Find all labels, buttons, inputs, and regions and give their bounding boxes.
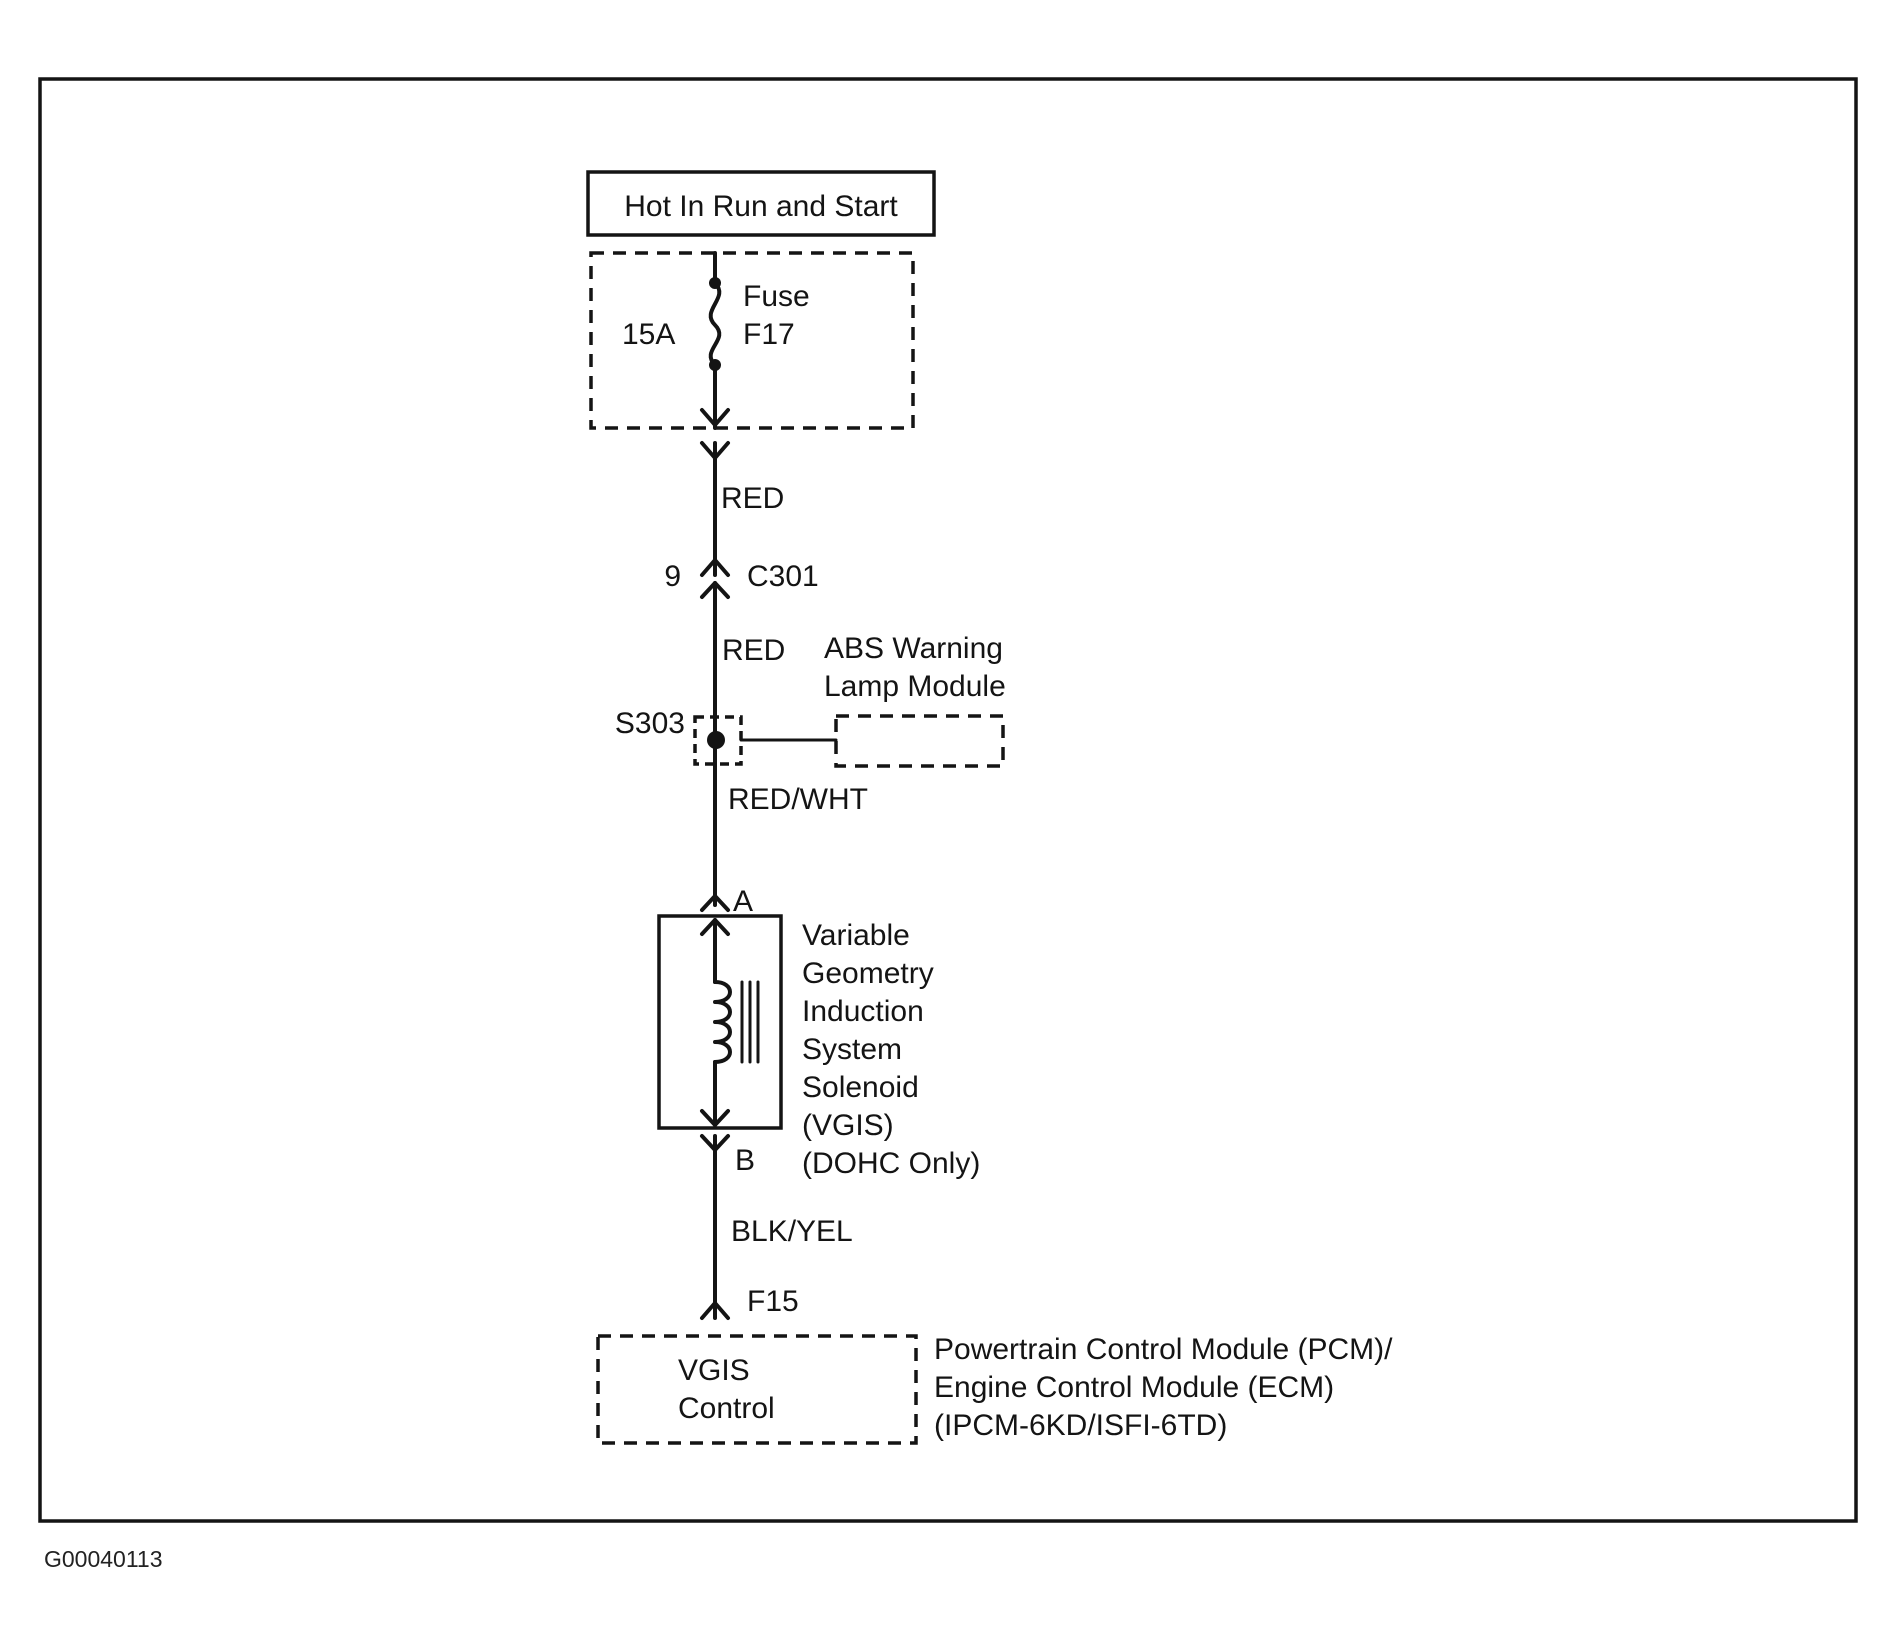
power-source-box [586, 170, 936, 237]
splice-s303: S303 [615, 707, 838, 766]
pcm-dashed-box [596, 1334, 918, 1445]
solenoid-label-line4: System [802, 1033, 902, 1066]
fuse-rating: 15A [622, 318, 675, 351]
connector-pin: 9 [664, 560, 681, 593]
solenoid-inner-bottom-chevron-icon [700, 1109, 730, 1127]
diagram-frame [38, 77, 1858, 1523]
wire-color-label: RED [722, 634, 785, 667]
solenoid-label-line6: (VGIS) [802, 1109, 894, 1142]
figure-id: G00040113 [44, 1546, 163, 1572]
power-source: Hot In Run and Start [586, 170, 936, 237]
connector-upper-chevron-icon [700, 558, 730, 577]
connector-id: C301 [747, 560, 819, 593]
abs-module-label-line2: Lamp Module [824, 670, 1006, 703]
fuse-block: Fuse F17 15A [589, 251, 915, 430]
fuse-symbol [708, 281, 722, 367]
wire-color-label: RED [721, 482, 784, 515]
vgis-solenoid: A B Variable Geometry Induction System S… [657, 885, 980, 1180]
solenoid-label-line7: (DOHC Only) [802, 1147, 980, 1180]
fuse-output-connector-icon [700, 408, 730, 427]
solenoid-label-line3: Induction [802, 995, 924, 1028]
fuse-id: F17 [743, 318, 795, 351]
connector-c301: 9 C301 [664, 558, 819, 599]
pcm-connector-pin: F15 [747, 1285, 799, 1318]
solenoid-label-line1: Variable [802, 919, 910, 952]
pcm-connector-f15: F15 [700, 1285, 799, 1320]
pcm-label-line1: Powertrain Control Module (PCM)/ [934, 1333, 1393, 1366]
wire-color-label: BLK/YEL [731, 1215, 853, 1248]
solenoid-label-line5: Solenoid [802, 1071, 919, 1104]
fuse-block-dashed-box [589, 251, 915, 430]
wire-lower-red: RED [713, 581, 785, 742]
pcm-connector-chevron-icon [700, 1301, 730, 1320]
pcm-label-line2: Engine Control Module (ECM) [934, 1371, 1334, 1404]
solenoid-coil-icon [713, 980, 732, 1064]
solenoid-label-line2: Geometry [802, 957, 934, 990]
wire-color-label: RED/WHT [728, 783, 868, 816]
pcm-label-line3: (IPCM-6KD/ISFI-6TD) [934, 1409, 1227, 1442]
pcm-inner-label-line2: Control [678, 1392, 775, 1425]
solenoid-box [657, 914, 783, 1130]
abs-module-dashed-box [834, 714, 1005, 768]
abs-module-label-line1: ABS Warning [824, 632, 1003, 665]
splice-id: S303 [615, 707, 685, 740]
pcm-module: VGIS Control Powertrain Control Module (… [596, 1333, 1393, 1445]
wire-upper-red: RED [700, 441, 784, 577]
pin-a-connector-icon [700, 894, 730, 912]
wire-blk-yel: BLK/YEL [713, 1134, 853, 1320]
pcm-inner-label-line1: VGIS [678, 1354, 750, 1387]
pin-a-label: A [733, 885, 753, 918]
fuse-name: Fuse [743, 280, 810, 313]
pin-b-label: B [735, 1144, 755, 1177]
wire-red-wht: RED/WHT [713, 738, 868, 907]
power-source-label: Hot In Run and Start [624, 190, 898, 223]
splice-dashed-box [693, 715, 743, 766]
